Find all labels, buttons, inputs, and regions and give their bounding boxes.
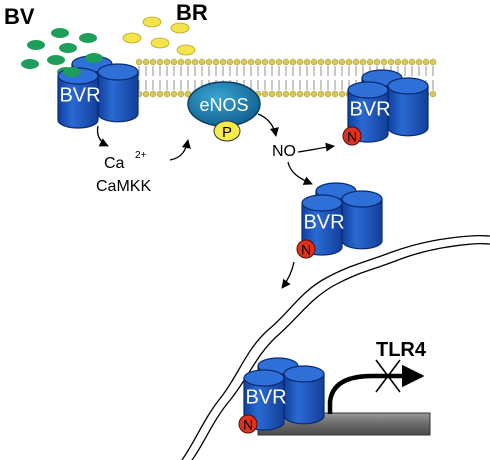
no-label: NO: [272, 143, 296, 160]
tlr4-transcription-arrow: [327, 364, 425, 414]
enos-label: eNOS: [199, 95, 248, 115]
phospho-label: P: [222, 124, 232, 141]
nitrosyl-label: N: [243, 417, 253, 433]
bvr-membrane-right: BVR N: [342, 69, 429, 146]
nitrosyl-badge: N: [342, 126, 362, 146]
bilirubin-molecules: [122, 16, 196, 56]
arrows: [96, 113, 335, 289]
arrow-bvr-to-calcium: [96, 125, 109, 147]
nitrosyl-badge: N: [296, 239, 316, 259]
arrow-cytoplasm-to-nucleus: [281, 261, 295, 289]
bvr-label: BVR: [59, 85, 100, 107]
biliverdin-front: [63, 53, 103, 77]
bvr-cytoplasm: BVR N: [296, 182, 383, 259]
camkk-label: CaMKK: [96, 178, 151, 195]
nitrosyl-badge: N: [238, 414, 258, 434]
bvr-membrane-left: BVR: [57, 55, 139, 129]
nitrosyl-label: N: [301, 242, 311, 258]
phospho-group: P: [213, 120, 241, 142]
bv-label: BV: [4, 4, 35, 29]
bvr-label: BVR: [303, 212, 344, 234]
calcium-charge-label: 2+: [135, 150, 147, 161]
arrow-no-to-cytoplasm: [287, 161, 313, 185]
bvr-label: BVR: [245, 387, 286, 409]
tlr4-label: TLR4: [376, 339, 427, 361]
bvr-label: BVR: [349, 99, 390, 121]
arrow-camkk-to-enos: [169, 139, 191, 161]
arrow-enos-to-no: [257, 113, 279, 137]
nitrosyl-label: N: [347, 129, 357, 145]
enos-protein: eNOS: [187, 81, 261, 127]
calcium-label: Ca: [104, 155, 125, 172]
arrow-no-to-bvr: [297, 142, 335, 153]
inhibition-cross: [375, 359, 401, 393]
bvr-nucleus: BVR N: [238, 357, 325, 434]
nuclear-envelope: [181, 234, 490, 460]
br-label: BR: [176, 0, 208, 25]
